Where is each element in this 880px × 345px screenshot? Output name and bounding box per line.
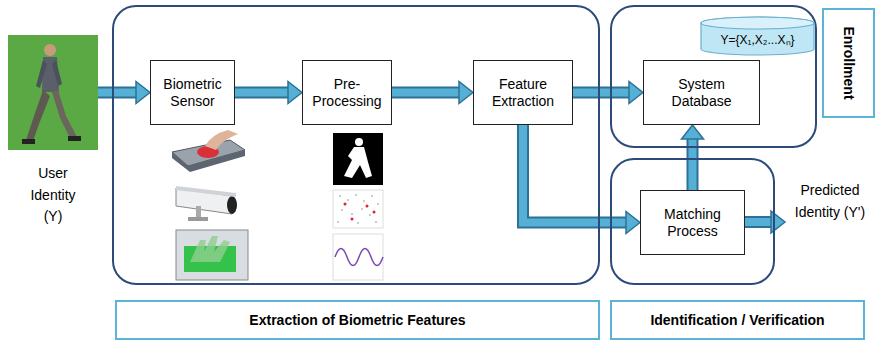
arrow-head <box>288 82 302 104</box>
database-cylinder: Y={X₁,X₂...Xₙ} <box>700 16 815 56</box>
node-text: Matching Process <box>657 206 728 240</box>
illustration-part <box>344 203 376 221</box>
illustration-part <box>355 138 363 146</box>
illustration-part <box>52 90 77 138</box>
feature-points-image <box>333 190 383 228</box>
illustration-part <box>337 194 379 224</box>
illustration-part <box>351 218 354 221</box>
illustration-part <box>357 222 359 224</box>
node-text: System Database <box>660 76 743 110</box>
arrow-head <box>459 82 473 104</box>
arrow-shaft <box>573 89 629 97</box>
node-text: Biometric Sensor <box>159 76 226 110</box>
cylinder-top <box>701 17 814 29</box>
illustration-part <box>339 195 341 197</box>
illustration-part <box>44 44 56 56</box>
illustration-part <box>26 90 50 141</box>
node-text: Pre-Processing <box>311 76 383 110</box>
illustration-part <box>36 60 47 88</box>
node-text: Identification / Verification <box>650 312 824 328</box>
illustration-part <box>176 230 248 280</box>
flow-arrow <box>573 82 643 104</box>
database-box: System Database <box>643 60 760 125</box>
process-box: Matching Process <box>640 190 745 255</box>
illustration-part <box>333 234 383 280</box>
illustration-part <box>344 147 372 178</box>
node-text: Enrollment <box>841 26 857 99</box>
node-text: Y={X₁,X₂...Xₙ} <box>720 31 794 48</box>
illustration-part <box>176 186 236 197</box>
node-text: User Identity (Y) <box>22 163 84 228</box>
illustration-part <box>366 205 369 208</box>
process-box: Pre-Processing <box>302 60 392 125</box>
output-label: Predicted Identity (Y') <box>786 180 874 223</box>
process-box: Feature Extraction <box>473 60 573 125</box>
illustration-part <box>351 213 353 215</box>
illustration-part <box>373 211 376 214</box>
illustration-part <box>369 214 371 216</box>
illustration-part <box>227 196 237 214</box>
node-text: Feature Extraction <box>490 76 556 110</box>
flow-arrow <box>98 82 150 104</box>
silhouette-image <box>333 133 383 185</box>
arrow-head <box>626 212 640 234</box>
illustration-part <box>8 35 98 150</box>
user-identity: User Identity (Y) <box>8 35 98 240</box>
arrow-outline <box>392 87 459 99</box>
flow-arrow <box>235 82 302 104</box>
arrow-outline <box>573 87 629 99</box>
matching-region: Matching Process <box>610 158 775 285</box>
arrow-head <box>682 125 704 139</box>
flow-arrow <box>392 82 473 104</box>
section-label-box: Extraction of Biometric Features <box>115 300 600 340</box>
arrow-outline <box>98 87 136 99</box>
node-text: Extraction of Biometric Features <box>249 312 465 328</box>
illustration-part <box>22 139 35 144</box>
output-label-text: Predicted Identity (Y') <box>794 180 866 223</box>
enrollment-region: Y={X₁,X₂...Xₙ} System Database <box>610 5 817 148</box>
illustration-part <box>8 35 98 150</box>
signal-wave-image <box>333 234 383 280</box>
illustration-part <box>371 195 373 197</box>
enrollment-label-box: Enrollment <box>822 8 875 118</box>
illustration-part <box>347 199 349 201</box>
illustration-part <box>361 208 363 210</box>
section-label-box: Identification / Verification <box>610 300 865 340</box>
illustration-part <box>68 136 81 141</box>
process-box: Biometric Sensor <box>150 60 235 125</box>
camera <box>176 186 237 221</box>
illustration-part <box>375 221 377 223</box>
illustration-part <box>205 130 238 150</box>
extraction-region: Biometric Sensor Pre-Processing Feature Ex… <box>112 5 600 285</box>
output-arrow <box>745 211 785 233</box>
illustration-part <box>745 218 772 226</box>
illustration-part <box>52 60 62 86</box>
illustration-part <box>337 221 339 223</box>
illustration-part <box>341 209 343 211</box>
illustration-part <box>333 133 383 185</box>
arrow-head <box>629 82 643 104</box>
illustration-part <box>196 206 201 218</box>
illustration-part <box>335 249 383 266</box>
arrow-outline <box>235 87 288 99</box>
arrow-shaft <box>235 89 288 97</box>
illustration-part <box>333 190 383 228</box>
palm-scanner <box>176 230 248 280</box>
arrow-head <box>136 82 150 104</box>
illustration-part <box>745 216 771 228</box>
illustration-part <box>355 194 357 196</box>
walking-person-photo <box>8 35 98 150</box>
illustration-part <box>190 236 230 262</box>
fingerprint-reader <box>172 130 245 172</box>
illustration-part <box>188 217 208 221</box>
arrow-shaft <box>392 89 459 97</box>
arrow-shaft <box>98 89 136 97</box>
illustration-part <box>377 203 379 205</box>
cylinder-body <box>701 17 814 55</box>
flow-arrow <box>523 125 640 234</box>
illustration-part <box>363 200 365 202</box>
illustration-part <box>344 203 347 206</box>
